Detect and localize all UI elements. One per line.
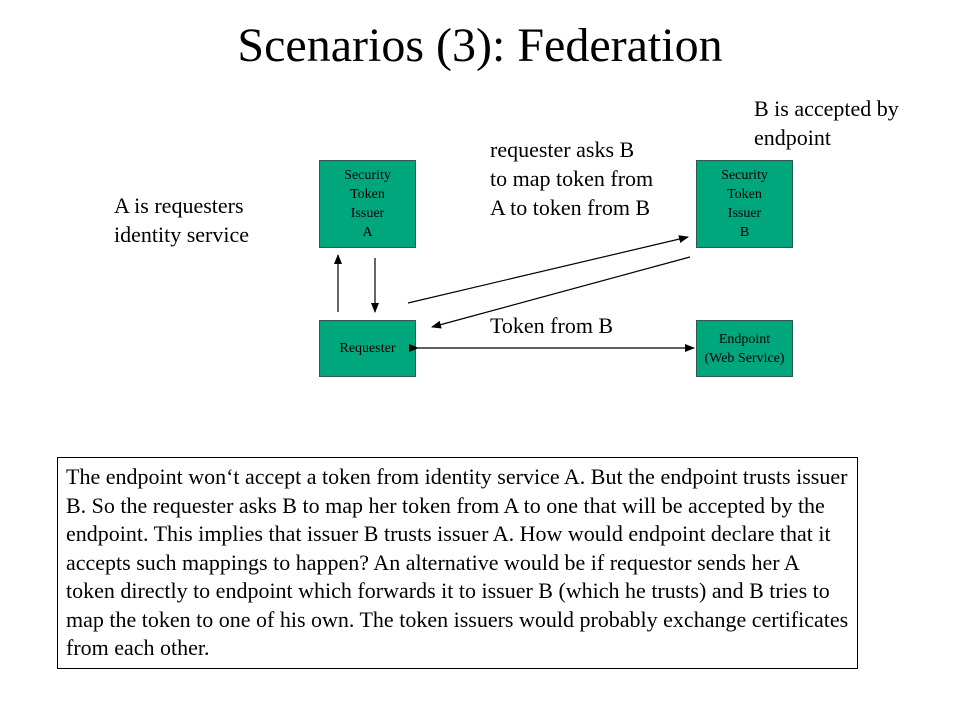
requester-box: Requester [319, 320, 416, 377]
security-token-issuer-a: Security Token Issuer A [319, 160, 416, 248]
label-a-identity-service: A is requesters identity service [114, 193, 250, 247]
explanation-note: The endpoint won‘t accept a token from i… [57, 457, 858, 669]
arrow-issuer-b-to-requester [431, 256, 691, 329]
security-token-issuer-b: Security Token Issuer B [696, 160, 793, 248]
label-map-request: requester asks B to map token from A to … [490, 137, 654, 220]
slide-title: Scenarios (3): Federation [237, 19, 723, 72]
label-token-from-b: Token from B [490, 313, 614, 338]
label-b-accepted: B is accepted by endpoint [754, 96, 899, 150]
arrow-requester-to-issuer-b [407, 235, 689, 304]
endpoint-box: Endpoint (Web Service) [696, 320, 793, 377]
